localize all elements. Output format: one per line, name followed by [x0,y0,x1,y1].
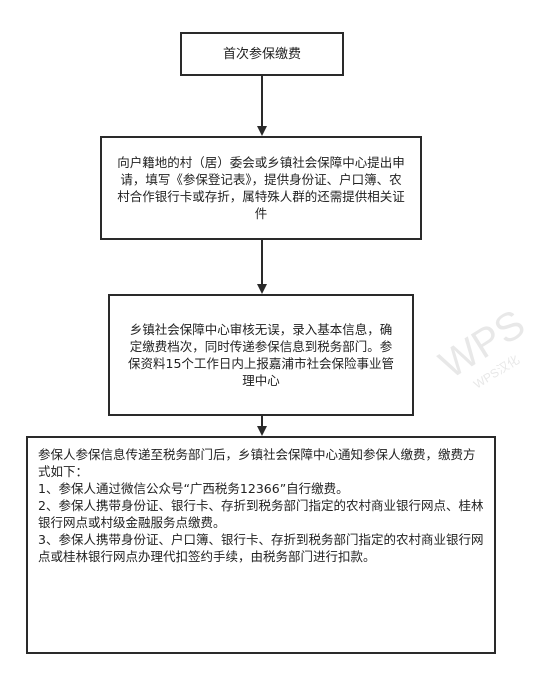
step-4-way-3: 3、参保人携带身份证、户口簿、银行卡、存折到税务部门指定的农村商业银行网点或桂林… [38,532,484,564]
step-2-box: 向户籍地的村（居）委会或乡镇社会保障中心提出申请，填写《参保登记表》，提供身份证… [100,136,422,240]
step-3-box: 乡镇社会保障中心审核无误，录入基本信息，确定缴费档次，同时传递参保信息到税务部门… [108,294,414,416]
step-4-box: 参保人参保信息传递至税务部门后，乡镇社会保障中心通知参保人缴费，缴费方式如下： … [26,436,496,654]
step-2-text: 向户籍地的村（居）委会或乡镇社会保障中心提出申请，填写《参保登记表》，提供身份证… [117,155,405,221]
step-1-box: 首次参保缴费 [180,32,344,76]
step-4-way-2: 2、参保人携带身份证、银行卡、存折到税务部门指定的农村商业银行网点、桂林银行网点… [38,498,484,530]
step-3-text: 乡镇社会保障中心审核无误，录入基本信息，确定缴费档次，同时传递参保信息到税务部门… [128,322,394,388]
step-4-way-1: 1、参保人通过微信公众号“广西税务12366”自行缴费。 [38,481,349,496]
step-4-intro: 参保人参保信息传递至税务部门后，乡镇社会保障中心通知参保人缴费，缴费方式如下： [38,447,476,479]
step-1-text: 首次参保缴费 [222,46,301,62]
